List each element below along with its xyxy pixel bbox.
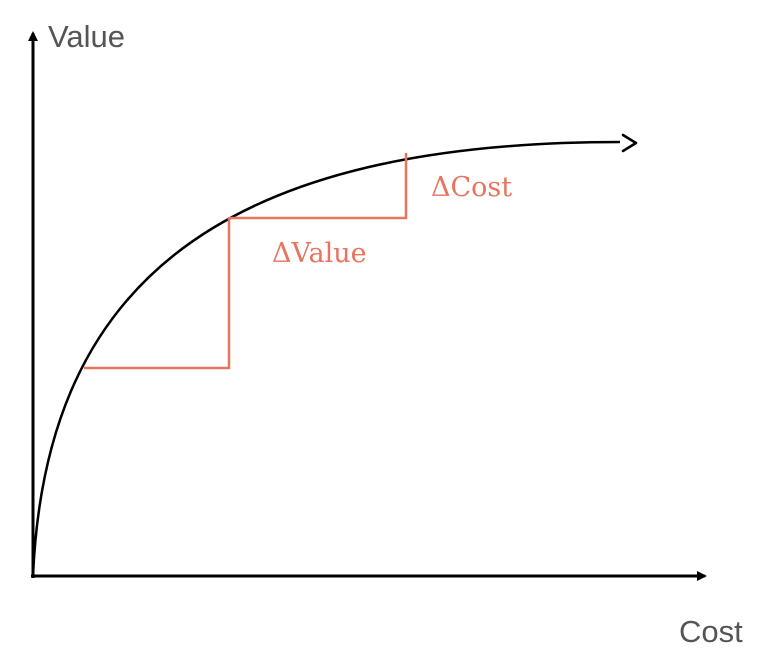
delta-value-label: ΔValue — [272, 238, 367, 269]
curve-arrowhead — [621, 133, 638, 153]
lower-step-line — [84, 218, 231, 370]
delta-cost-label: ΔCost — [431, 172, 512, 203]
value-curve — [31, 140, 621, 577]
x-axis-label: Cost — [679, 614, 743, 649]
upper-step-line — [229, 153, 408, 220]
y-axis-label: Value — [48, 19, 125, 54]
